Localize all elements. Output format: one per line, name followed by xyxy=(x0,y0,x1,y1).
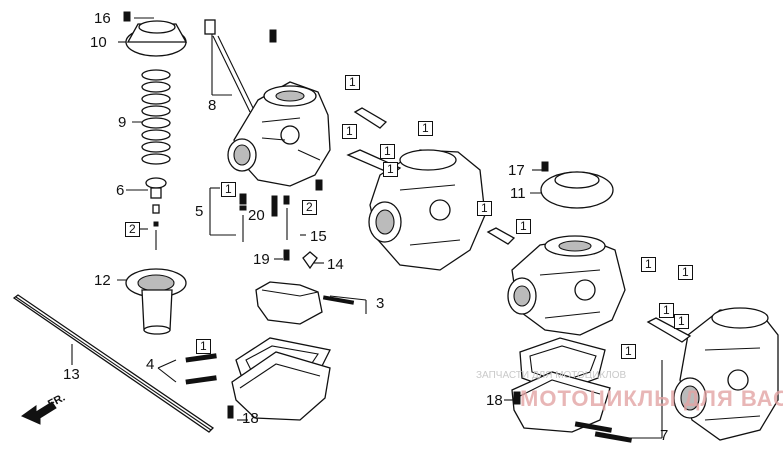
carburetor-body-4 xyxy=(646,307,779,441)
part-label-13: 13 xyxy=(63,366,80,383)
part-ref-box-1c: 1 xyxy=(345,75,360,90)
part-label-6: 6 xyxy=(116,182,125,199)
part-ref-box-1h: 1 xyxy=(516,219,531,234)
part-label-5: 5 xyxy=(195,203,204,220)
part-label-18-left: 18 xyxy=(242,410,259,427)
part-label-18-right: 18 xyxy=(486,392,503,409)
part-ref-box-1j: 1 xyxy=(678,265,693,280)
carburetor-body-3 xyxy=(486,161,626,336)
float-bowl-and-gaskets-right xyxy=(511,337,633,443)
part-ref-box-1k: 1 xyxy=(659,303,674,318)
carburetor-body-2 xyxy=(346,107,486,271)
part-label-16: 16 xyxy=(94,10,111,27)
jets-and-screws xyxy=(239,179,323,270)
part-label-8: 8 xyxy=(208,97,217,114)
part-ref-box-2-left: 2 xyxy=(125,222,140,237)
front-direction-arrow xyxy=(20,401,57,425)
part-ref-box-1d: 1 xyxy=(342,124,357,139)
part-label-10: 10 xyxy=(90,34,107,51)
part-ref-box-1e: 1 xyxy=(380,144,395,159)
watermark-top-line: ЗАПЧАСТИ ДЛЯ МОТОЦИКЛОВ xyxy=(476,370,627,381)
part-label-4: 4 xyxy=(146,356,155,373)
part-label-3: 3 xyxy=(376,295,385,312)
part-ref-box-1l: 1 xyxy=(674,314,689,329)
part-label-12: 12 xyxy=(94,272,111,289)
part-ref-box-2-center: 2 xyxy=(302,200,317,215)
left-column-parts xyxy=(123,11,188,335)
part-ref-box-1a: 1 xyxy=(221,182,236,197)
part-label-7: 7 xyxy=(660,427,669,444)
needle-jet-parts-8 xyxy=(204,19,277,113)
part-label-20: 20 xyxy=(248,207,265,224)
part-ref-box-1m: 1 xyxy=(621,344,636,359)
part-ref-box-1i: 1 xyxy=(641,257,656,272)
part-label-15: 15 xyxy=(310,228,327,245)
part-label-14: 14 xyxy=(327,256,344,273)
part-label-19: 19 xyxy=(253,251,270,268)
part-label-11: 11 xyxy=(510,185,526,202)
watermark-logo-line: МОТОЦИКЛЫ ДЛЯ ВАС xyxy=(520,386,783,411)
part-label-17: 17 xyxy=(508,162,525,179)
carburetor-body-1 xyxy=(227,81,331,187)
part-label-9: 9 xyxy=(118,114,127,131)
part-ref-box-1g: 1 xyxy=(477,201,492,216)
part-ref-box-1f: 1 xyxy=(418,121,433,136)
part-ref-box-1n: 1 xyxy=(383,162,398,177)
rod-13 xyxy=(12,294,215,433)
float-bowl-and-gaskets-left xyxy=(185,281,355,421)
part-ref-box-1b: 1 xyxy=(196,339,211,354)
